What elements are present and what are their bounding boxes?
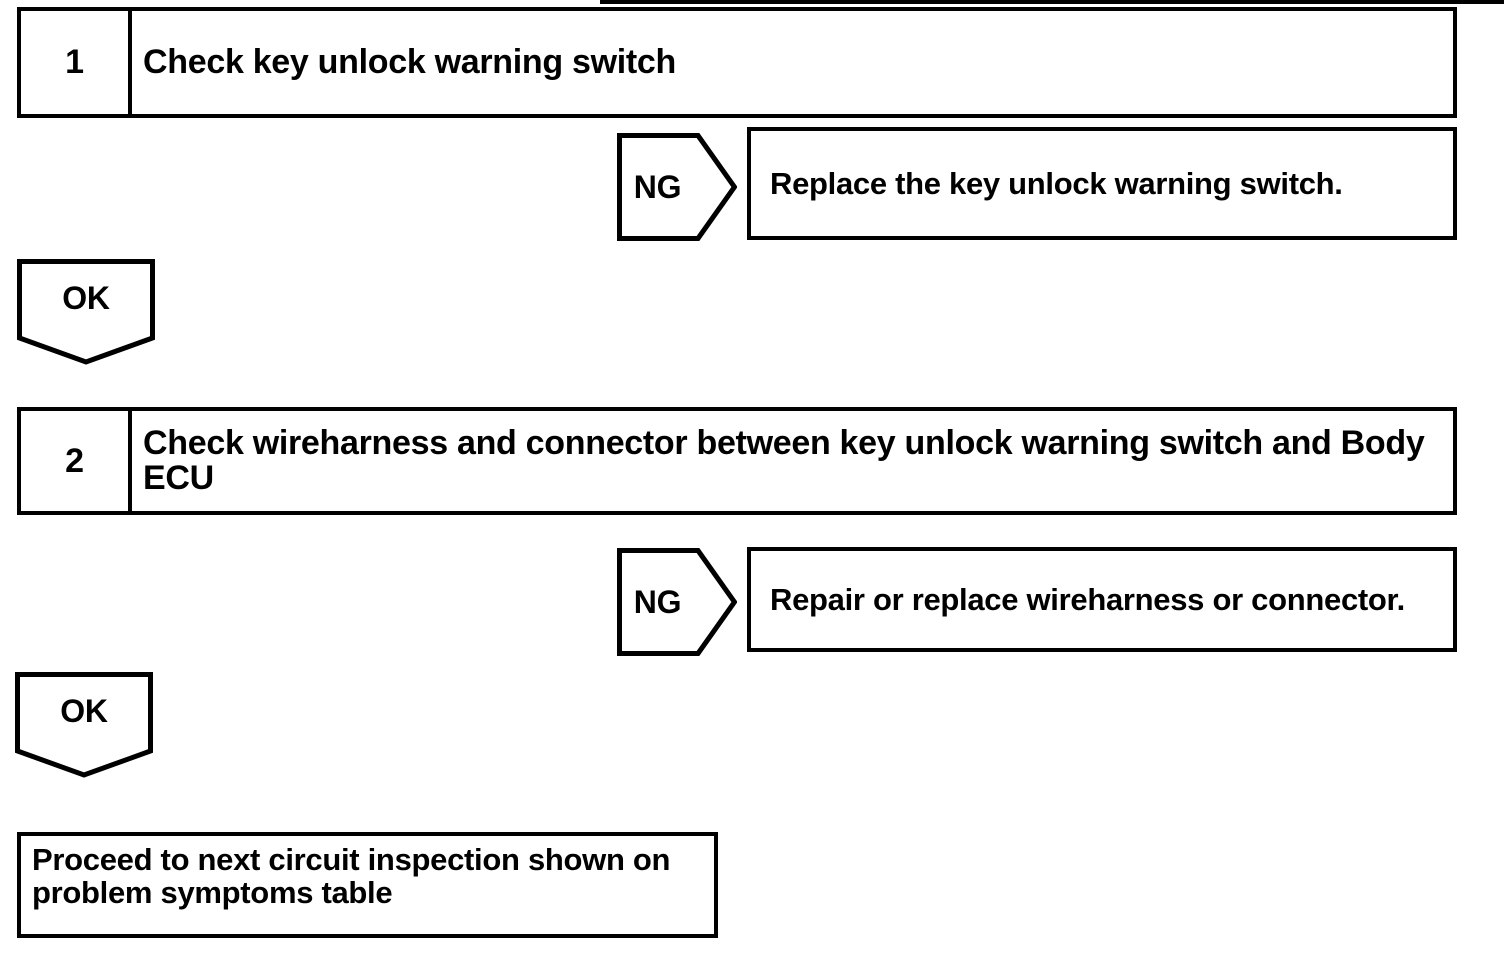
ng-action-1-text: Replace the key unlock warning switch.: [770, 165, 1343, 201]
ng-action-2-text: Repair or replace wireharness or connect…: [770, 581, 1405, 617]
step-1-number: 1: [21, 11, 132, 114]
step-1-box: 1 Check key unlock warning switch: [17, 7, 1457, 118]
ng-action-2-box: Repair or replace wireharness or connect…: [747, 547, 1457, 652]
step-2-title: Check wireharness and connector between …: [143, 424, 1425, 497]
ng-arrow-icon: [617, 133, 737, 241]
ng-label: NG: [633, 168, 682, 205]
step-2-number: 2: [21, 411, 132, 511]
ok-arrow-icon: [17, 259, 155, 365]
step-1-title: Check key unlock warning switch: [143, 43, 676, 81]
ok-label: OK: [62, 280, 110, 316]
ok-label: OK: [60, 693, 108, 729]
scan-artifact-line: [600, 0, 1504, 4]
ng-arrow-icon: [617, 548, 737, 656]
final-instruction-box: Proceed to next circuit inspection shown…: [17, 832, 718, 938]
step-2-box: 2 Check wireharness and connector betwee…: [17, 407, 1457, 515]
ng-label: NG: [633, 583, 682, 620]
ok-arrow-icon: [15, 672, 153, 778]
final-instruction-text: Proceed to next circuit inspection shown…: [32, 842, 671, 910]
ng-action-1-box: Replace the key unlock warning switch.: [747, 127, 1457, 240]
